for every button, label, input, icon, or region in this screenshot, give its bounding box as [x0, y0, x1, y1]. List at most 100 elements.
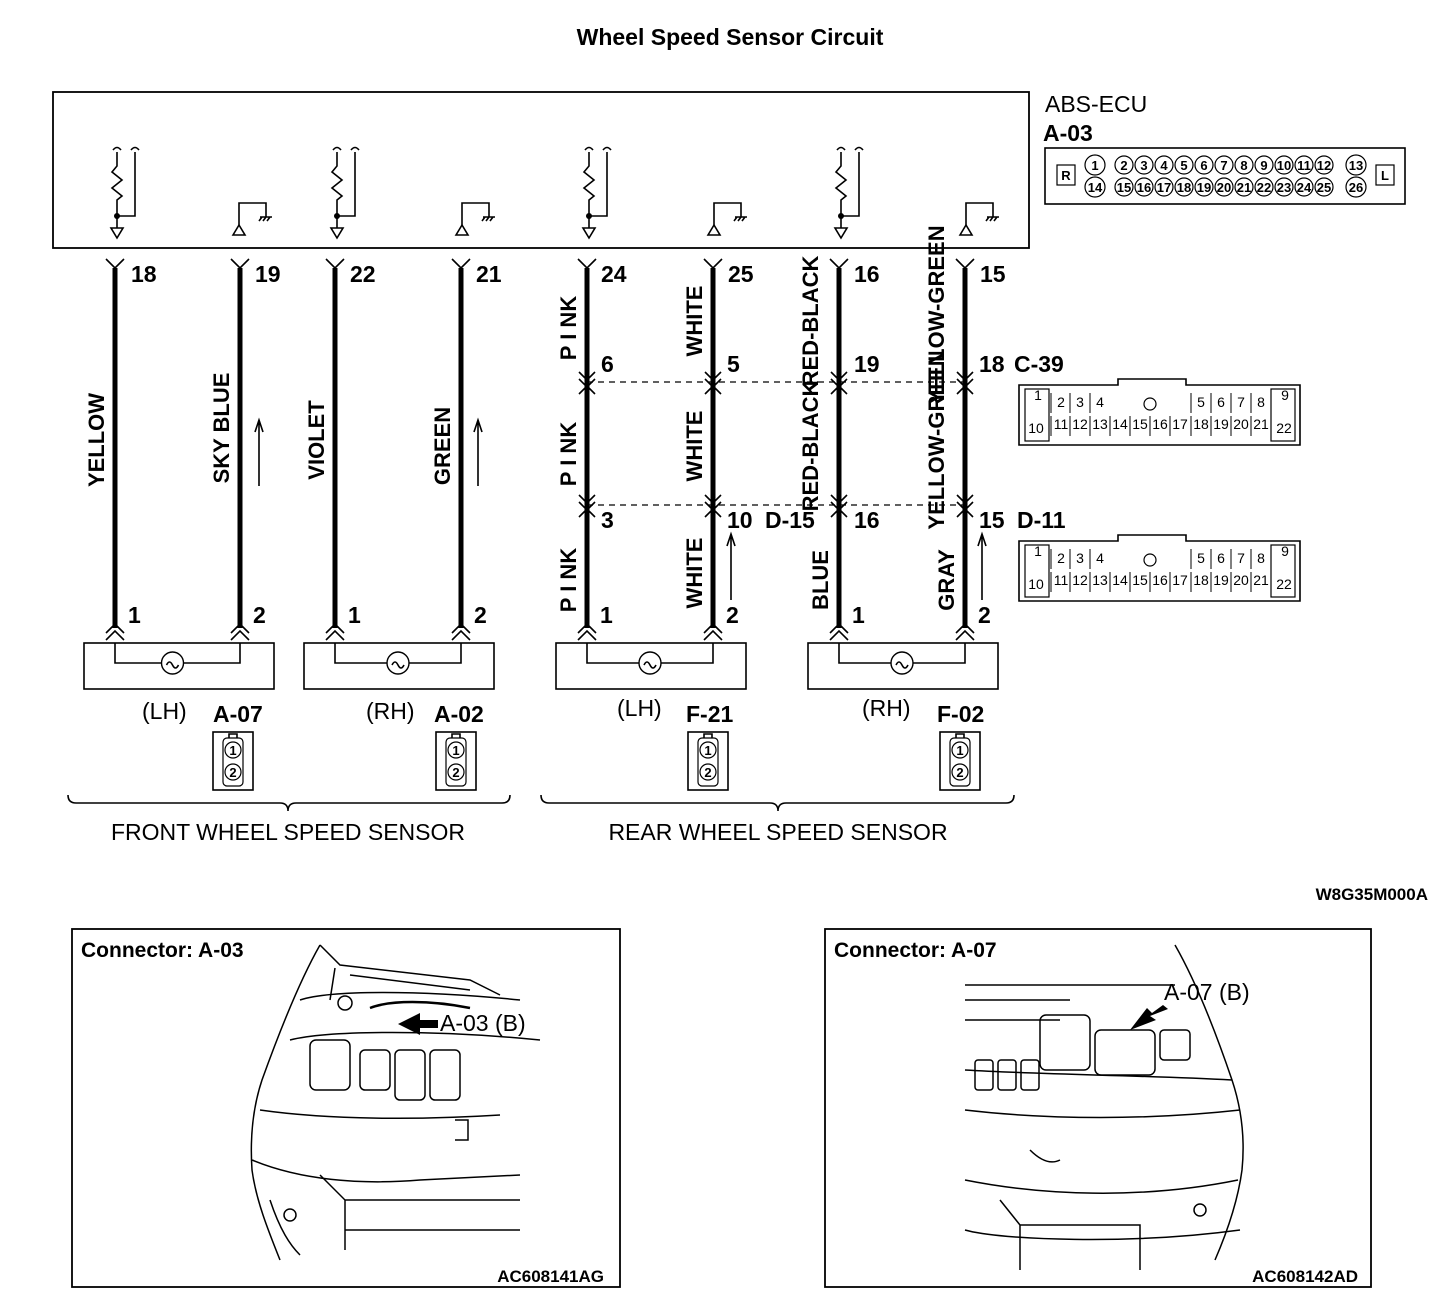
ecu-face-pin — [1114, 177, 1134, 197]
relay-face-pin-label: 20 — [1233, 572, 1249, 588]
relay-face-pin-label: 5 — [1197, 550, 1205, 566]
ecu-face-pin — [1174, 177, 1194, 197]
ecu-face-pin-label: 25 — [1317, 180, 1331, 195]
c39-terminals — [578, 371, 974, 395]
relay-face-pin-label: 21 — [1253, 572, 1269, 588]
ecu-face-pin — [1345, 154, 1367, 176]
mini-face-pin-label: 1 — [229, 743, 236, 758]
ecu-face-pin-label: 23 — [1277, 180, 1291, 195]
panel-a07-callout: A-07 (B) — [1164, 979, 1250, 1005]
ecu-face-pin-label: 17 — [1157, 180, 1171, 195]
sensor-coil-icon — [386, 651, 410, 675]
relay-face-pin-label: 10 — [1028, 420, 1044, 436]
ecu-face-pin — [1274, 177, 1294, 197]
d11-pin-16: 16 — [854, 507, 880, 533]
ecu-face-pin — [1214, 177, 1234, 197]
sensor-side-lh-rear: (LH) — [617, 695, 662, 721]
relay-face-pin-label: 20 — [1233, 416, 1249, 432]
d15-pin-3: 3 — [601, 507, 614, 533]
relay-face-pin-label: 15 — [1132, 572, 1148, 588]
c39-pin-6: 6 — [601, 351, 614, 377]
mini-connector-face — [212, 731, 254, 791]
diagram-title: Wheel Speed Sensor Circuit — [577, 24, 884, 50]
ecu-pin-16: 16 — [854, 261, 880, 287]
sensor-pin-rh-front-2: 2 — [474, 602, 487, 628]
relay-face-pin-label: 8 — [1257, 394, 1265, 410]
sensor-pin-lh-rear-2: 2 — [726, 602, 739, 628]
mini-face-pin-label: 2 — [956, 765, 963, 780]
label-white-middle: WHITE — [682, 411, 707, 482]
engine-bay-illustration-a03 — [250, 944, 541, 1261]
ecu-face-pin-label: 1 — [1091, 158, 1098, 173]
relay-face-pin-label: 3 — [1076, 550, 1084, 566]
sensor-side-rh-rear: (RH) — [862, 695, 911, 721]
label-yellow-green-upper: YELLOW-GREEN — [924, 225, 949, 404]
relay-face-pin-label: 19 — [1213, 416, 1229, 432]
ecu-internal-circuits — [110, 146, 1000, 239]
ecu-face-pin — [1314, 155, 1334, 175]
mini-connector-face — [435, 731, 477, 791]
relay-face-pin-label: 10 — [1028, 576, 1044, 592]
relay-face-pin-label: 21 — [1253, 416, 1269, 432]
relay-face-pin-label: 1 — [1034, 543, 1042, 559]
sensor-box — [555, 642, 747, 690]
engine-bay-illustration-a07 — [964, 944, 1244, 1270]
label-yellow-green-middle: YELLOW-GREEN — [924, 350, 949, 529]
group-braces — [67, 794, 1015, 812]
ecu-pin-24: 24 — [601, 261, 627, 287]
ecu-face-pin-label: 10 — [1277, 158, 1291, 173]
ecu-pin-18: 18 — [131, 261, 157, 287]
relay-face-pin-label: 7 — [1237, 550, 1245, 566]
label-blue: BLUE — [808, 550, 833, 610]
mini-face-pin-label: 2 — [452, 765, 459, 780]
location-panel-a07: Connector: A-07 A-07 (B) AC608142AD — [824, 928, 1372, 1288]
label-green: GREEN — [430, 407, 455, 485]
relay-face-pin-label: 4 — [1096, 550, 1104, 566]
label-red-black-middle: RED-BLACK — [798, 381, 823, 512]
ecu-face-pin-label: 26 — [1349, 180, 1363, 195]
label-yellow: YELLOW — [84, 393, 109, 487]
label-violet: VIOLET — [304, 400, 329, 480]
ecu-face-pin — [1294, 177, 1314, 197]
callout-arrow-a07 — [1130, 1005, 1168, 1030]
relay-face-pin-label: 2 — [1057, 394, 1065, 410]
sensor-pin-lh-front-1: 1 — [128, 602, 141, 628]
label-gray: GRAY — [934, 549, 959, 611]
location-panel-a03: Connector: A-03 A-03 (B) AC608141AG — [71, 928, 621, 1288]
ecu-pin-numbers: 18 19 22 21 24 25 16 15 — [131, 261, 1006, 287]
ecu-face-pin — [1084, 176, 1106, 198]
sensor-connector-a02: A-02 — [434, 701, 484, 727]
sensor-connector-a07: A-07 — [213, 701, 263, 727]
sensor-pin-rh-rear-2: 2 — [978, 602, 991, 628]
panel-a03-callout: A-03 (B) — [440, 1010, 526, 1036]
sensor-pin-rh-rear-1: 1 — [852, 602, 865, 628]
sensor-side-rh-front: (RH) — [366, 698, 415, 724]
ecu-face-right-mark: L — [1381, 168, 1389, 183]
label-white-upper: WHITE — [682, 286, 707, 357]
ecu-pin-21: 21 — [476, 261, 502, 287]
relay-face-pin-label: 6 — [1217, 394, 1225, 410]
sensor-coil-icon — [160, 651, 185, 675]
ecu-face-pin — [1234, 177, 1254, 197]
ecu-pin-terminals — [105, 258, 975, 269]
label-pink-upper: P I NK — [556, 296, 581, 361]
panel-a03-heading: Connector: A-03 — [81, 939, 244, 962]
ecu-face-pin — [1134, 177, 1154, 197]
ecu-pin-19: 19 — [255, 261, 281, 287]
d11-connector-id: D-11 — [1017, 507, 1066, 533]
ecu-face-pin — [1345, 176, 1367, 198]
mini-face-pin-label: 2 — [229, 765, 236, 780]
mini-connector-face — [939, 731, 981, 791]
relay-face-pin-label: 12 — [1072, 416, 1088, 432]
wires — [112, 268, 968, 628]
relay-face-pin-label: 12 — [1072, 572, 1088, 588]
ecu-face-pin-label: 4 — [1160, 158, 1168, 173]
relay-face-pin-label: 16 — [1152, 416, 1168, 432]
mini-connector-face — [687, 731, 729, 791]
sensor-connector-f21: F-21 — [686, 701, 734, 727]
ecu-pin-25: 25 — [728, 261, 754, 287]
ecu-face-pin-label: 15 — [1117, 180, 1131, 195]
sensor-labels: (LH) A-07 (RH) A-02 (LH) F-21 (RH) F-02 — [142, 695, 984, 727]
